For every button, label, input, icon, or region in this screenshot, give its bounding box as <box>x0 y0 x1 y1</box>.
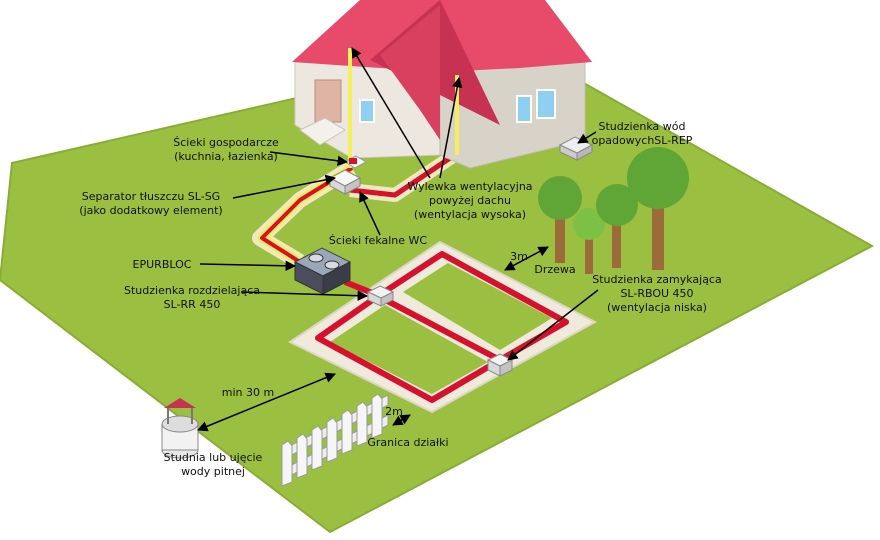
label-epurbloc: EPURBLOC <box>133 258 192 271</box>
label-drzewa: Drzewa <box>534 263 575 276</box>
label-wylewka-2: powyżej dachu <box>429 194 511 207</box>
house-door <box>314 79 342 123</box>
label-separator-2: (jako dodatkowy element) <box>79 204 222 217</box>
label-studnia-1: Studnia lub ujęcie <box>164 451 263 464</box>
distribution-box <box>366 285 395 307</box>
drain-field-grass-left <box>330 305 488 394</box>
label-wylewka-3: (wentylacja wysoka) <box>414 208 526 221</box>
label-wylewka-1: Wylewka wentylacyjna <box>407 180 532 193</box>
tree-2 <box>573 208 605 240</box>
label-rozdz-1: Studzienka rozdzielająca <box>124 284 260 297</box>
house-steps <box>299 117 346 146</box>
label-scieki-gosp-2: (kuchnia, łazienka) <box>174 150 278 163</box>
trees <box>538 147 689 274</box>
label-granica: Granica działki <box>367 436 448 449</box>
house-window-right-1 <box>516 95 532 123</box>
label-min30: min 30 m <box>222 386 274 399</box>
drain-field-grass-right <box>403 263 552 350</box>
label-zamyk-2: SL-RBOU 450 <box>620 287 693 300</box>
kitchen-outlet-box <box>343 155 368 169</box>
water-well <box>161 398 199 459</box>
annotation-arrows <box>197 47 599 432</box>
rainwater-well <box>558 136 594 161</box>
label-separator-1: Separator tłuszczu SL-SG <box>82 190 220 203</box>
drain-pipe-loop <box>315 251 569 403</box>
label-zamyk-3: (wentylacja niska) <box>607 301 707 314</box>
label-rozdz-2: SL-RR 450 <box>164 298 221 311</box>
roof-gable-front <box>380 5 440 140</box>
tree-4 <box>627 147 689 209</box>
label-scieki-gosp-1: Ścieki gospodarcze <box>173 136 279 149</box>
label-studnia-2: wody pitnej <box>181 465 245 478</box>
tree-1 <box>538 176 582 220</box>
house <box>292 0 592 169</box>
house-window-left <box>359 99 375 123</box>
epurbloc-tank <box>293 247 352 295</box>
label-dist-2m: 2m <box>385 405 403 418</box>
closing-well <box>486 353 514 377</box>
house-window-right-2 <box>536 89 556 119</box>
tree-3 <box>596 184 638 226</box>
label-studzienka-wod-1: Studzienka wód <box>599 120 686 133</box>
label-zamyk-1: Studzienka zamykająca <box>592 273 721 286</box>
label-scieki-fek: Ścieki fekalne WC <box>329 234 428 247</box>
label-studzienka-wod-2: opadowychSL-REP <box>592 134 693 147</box>
roof-side <box>440 0 592 72</box>
labels: Ścieki gospodarcze (kuchnia, łazienka) S… <box>79 120 721 478</box>
label-dist-3m: 3m <box>510 250 528 263</box>
